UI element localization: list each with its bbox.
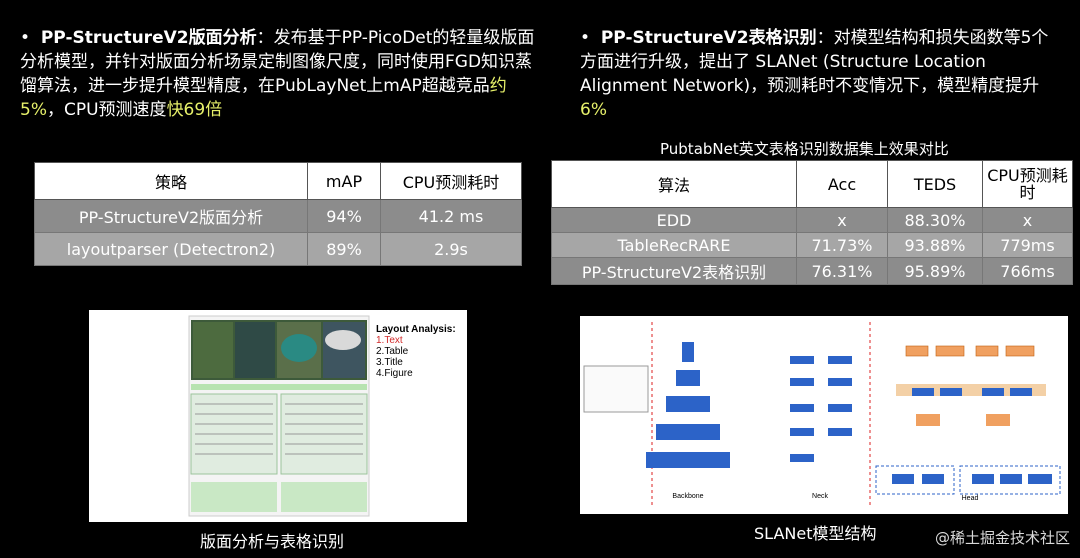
legend-title: Layout Analysis:: [376, 324, 456, 335]
table-cell: TableRecRARE: [551, 232, 797, 258]
left-text1: 发布基于PP-PicoDet的轻量级版面分析模型，并针对版面分析场景定制图像尺度…: [20, 28, 535, 96]
layout-analysis-illustration: [188, 315, 370, 517]
table-header: CPU预测耗时: [380, 162, 522, 200]
left-title: PP-StructureV2版面分析: [40, 28, 257, 48]
table-header: 策略: [34, 162, 308, 200]
table-cell: PP-StructureV2版面分析: [34, 199, 308, 233]
table-cell: 95.89%: [887, 257, 983, 285]
table-cell: 766ms: [982, 257, 1073, 285]
table-cell: 93.88%: [887, 232, 983, 258]
table-cell: EDD: [551, 207, 797, 233]
neck-label: Neck: [812, 493, 828, 500]
layout-legend: Layout Analysis: 1.Text 2.Table 3.Title …: [376, 324, 456, 379]
table-header: Acc: [796, 160, 888, 208]
table-cell: 94%: [307, 199, 381, 233]
left-figure-caption: 版面分析与表格识别: [200, 532, 345, 551]
table-recognition-comparison: 算法 Acc TEDS CPU预测耗时 EDD x 88.30% x Table…: [551, 160, 1073, 285]
table-header: mAP: [307, 162, 381, 200]
table-cell: 71.73%: [796, 232, 888, 258]
legend-item: 4.Figure: [376, 368, 413, 379]
table-cell: 41.2 ms: [380, 199, 522, 233]
table-row: PP-StructureV2表格识别 76.31% 95.89% 766ms: [551, 257, 1073, 285]
right-figure-caption: SLANet模型结构: [754, 524, 877, 543]
table-cell: 2.9s: [380, 232, 522, 266]
table-cell: 76.31%: [796, 257, 888, 285]
layout-analysis-figure: Layout Analysis: 1.Text 2.Table 3.Title …: [89, 310, 467, 522]
table-header: CPU预测耗时: [982, 160, 1073, 208]
table-header: 算法: [551, 160, 797, 208]
right-title: PP-StructureV2表格识别: [600, 28, 817, 48]
table-cell: x: [796, 207, 888, 233]
left-highlight-2: 快69倍: [166, 100, 223, 120]
legend-item: 3.Title: [376, 357, 403, 368]
table-cell: 89%: [307, 232, 381, 266]
bullet: •: [20, 28, 31, 48]
table-cell: 88.30%: [887, 207, 983, 233]
right-text1: 对模型结构和损失函数等5个方面进行升级，提出了 SLANet (Structur…: [580, 28, 1049, 96]
bullet: •: [580, 28, 591, 48]
slanet-diagram: Backbone Neck Head: [583, 322, 1061, 508]
right-highlight-1: 6%: [580, 100, 607, 120]
table-right-title: PubtabNet英文表格识别数据集上效果对比: [660, 140, 949, 158]
right-paragraph: • PP-StructureV2表格识别：对模型结构和损失函数等5个方面进行升级…: [580, 26, 1050, 122]
legend-item: 1.Text: [376, 335, 403, 346]
legend-item: 2.Table: [376, 346, 409, 357]
slanet-architecture-figure: Backbone Neck Head: [580, 316, 1068, 514]
layout-comparison-table: 策略 mAP CPU预测耗时 PP-StructureV2版面分析 94% 41…: [34, 162, 522, 266]
table-cell: 779ms: [982, 232, 1073, 258]
backbone-label: Backbone: [672, 493, 703, 500]
left-paragraph: • PP-StructureV2版面分析：发布基于PP-PicoDet的轻量级版…: [20, 26, 540, 122]
table-header: TEDS: [887, 160, 983, 208]
watermark: @稀土掘金技术社区: [934, 529, 1070, 547]
left-highlight-1: 约5%: [20, 76, 507, 120]
table-cell: layoutparser (Detectron2): [34, 232, 308, 266]
table-cell: PP-StructureV2表格识别: [551, 257, 797, 285]
table-row: layoutparser (Detectron2) 89% 2.9s: [34, 232, 522, 266]
table-row: EDD x 88.30% x: [551, 207, 1073, 233]
left-colon: ：: [256, 28, 274, 48]
table-row: TableRecRARE 71.73% 93.88% 779ms: [551, 232, 1073, 258]
head-label: Head: [962, 495, 979, 502]
table-cell: x: [982, 207, 1073, 233]
left-text2: ，CPU预测速度: [46, 100, 167, 120]
table-row: PP-StructureV2版面分析 94% 41.2 ms: [34, 199, 522, 233]
right-colon: ：: [816, 28, 834, 48]
